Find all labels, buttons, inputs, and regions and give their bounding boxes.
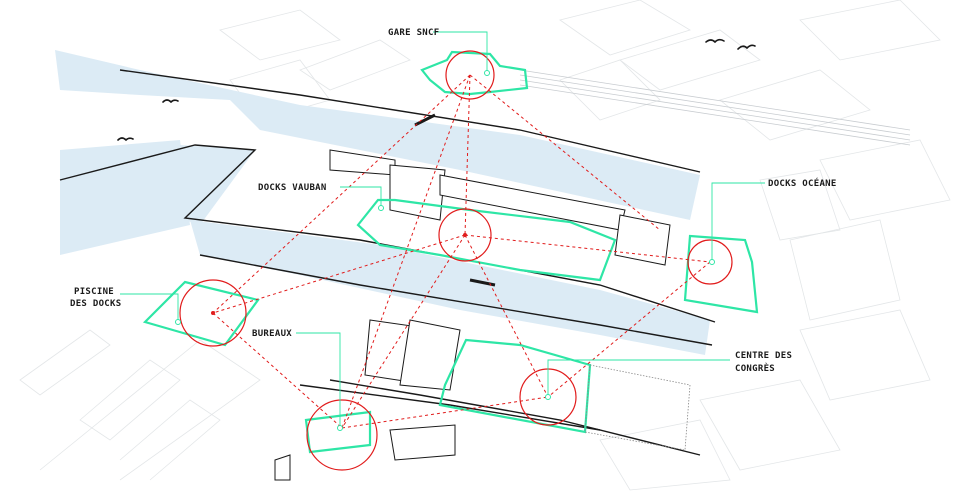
- gare-sncf-outline: [420, 50, 529, 96]
- link-gare-bureaux: [341, 74, 471, 429]
- middle-basin: [180, 145, 255, 225]
- label-piscine-1: PISCINE: [74, 287, 114, 297]
- link-vauban-piscine: [212, 234, 466, 314]
- gare-ring: [445, 50, 495, 100]
- node-dots: [211, 233, 467, 315]
- label-docks-oceane: DOCKS OCÉANE: [768, 177, 837, 189]
- bureaux-outline: [304, 410, 372, 454]
- piscine-outline: [142, 280, 260, 347]
- docks-oceane-outline: [683, 234, 759, 314]
- link-vauban-bureaux: [341, 234, 466, 429]
- link-vauban-oceane: [464, 234, 711, 263]
- label-gare-sncf: GARE SNCF: [388, 28, 439, 38]
- site-labels: GARE SNCF DOCKS VAUBAN DOCKS OCÉANE PISC…: [70, 28, 837, 374]
- connection-network: [212, 74, 711, 429]
- oceane-ring: [687, 239, 733, 285]
- upper-basin: [55, 50, 700, 220]
- link-oceane-centre: [547, 261, 711, 398]
- buildings: [274, 149, 671, 481]
- left-channel: [60, 140, 190, 255]
- label-bureaux: BUREAUX: [252, 329, 292, 339]
- catchment-rings: [179, 50, 733, 471]
- label-centre-2: CONGRÈS: [735, 362, 775, 374]
- urban-context: [19, 0, 951, 491]
- label-piscine-2: DES DOCKS: [70, 299, 121, 309]
- water-basins: [55, 50, 710, 355]
- link-gare-piscine: [212, 74, 471, 314]
- bureaux-ring: [306, 399, 378, 471]
- rail-tracks: [519, 69, 911, 146]
- centre-congres-outline: [438, 338, 592, 434]
- link-piscine-bureaux: [212, 312, 343, 429]
- link-gare-vauban: [464, 74, 471, 236]
- quay-lines: [59, 69, 716, 456]
- vauban-ring: [438, 208, 492, 262]
- link-bureaux-centre: [341, 396, 549, 429]
- piscine-ring: [179, 279, 247, 347]
- bird-icon: [117, 38, 756, 142]
- docks-vauban-outline: [356, 198, 617, 282]
- label-leaders: [120, 31, 765, 431]
- label-centre-1: CENTRE DES: [735, 351, 792, 361]
- site-outlines: [142, 50, 759, 454]
- link-gare-oceane: [469, 74, 661, 231]
- label-docks-vauban: DOCKS VAUBAN: [258, 183, 327, 193]
- link-vauban-centre: [464, 234, 549, 398]
- parking-outline: [584, 364, 691, 451]
